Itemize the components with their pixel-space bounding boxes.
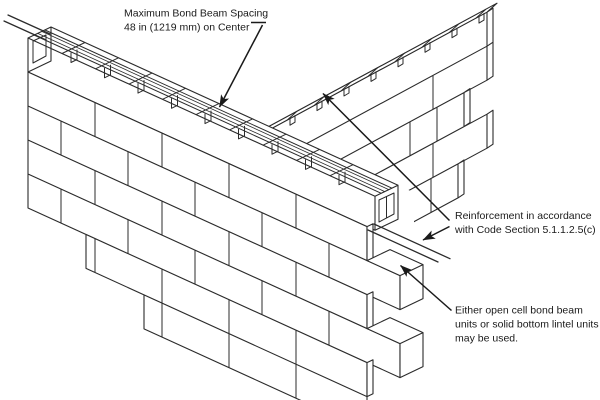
reinforcement-label-line2: with Code Section 5.1.1.2.5(c) bbox=[454, 224, 596, 236]
reinforcement-arrow-lower bbox=[422, 225, 450, 241]
rebar-lines-far-end bbox=[3, 14, 51, 41]
left-wall-joint-lines bbox=[60, 102, 330, 399]
units-arrow bbox=[400, 264, 452, 312]
spacing-label-line2: 48 in (1219 mm) on Center bbox=[124, 22, 250, 34]
right-wall-joint-lines bbox=[409, 75, 438, 213]
leader-arrows bbox=[218, 21, 452, 312]
rebar-corner-protrusion bbox=[367, 223, 451, 263]
units-label-line1: Either open cell bond beam bbox=[455, 305, 583, 317]
units-label-line2: units or solid bottom lintel units bbox=[455, 319, 599, 331]
rebar-left-protrusion bbox=[3, 14, 51, 41]
reinforcement-label-line1: Reinforcement in accordance bbox=[455, 210, 592, 222]
bond-beam-left-shell-lines bbox=[33, 29, 393, 194]
annotation-reinforcement: Reinforcement in accordance with Code Se… bbox=[454, 210, 596, 236]
bond-beam-left-body bbox=[27, 26, 399, 231]
reinforcement-arrow-upper bbox=[322, 92, 451, 222]
spacing-label-line1: Maximum Bond Beam Spacing bbox=[124, 8, 268, 20]
annotation-bond-beam-spacing: Maximum Bond Beam Spacing 48 in (1219 mm… bbox=[124, 8, 268, 34]
rebar-lines-corner bbox=[367, 223, 451, 263]
bond-beam-left-open-cell-ends bbox=[32, 34, 395, 223]
bond-beam-left-webs bbox=[61, 42, 354, 186]
annotation-lintel-units: Either open cell bond beam units or soli… bbox=[455, 305, 599, 345]
spacing-arrow bbox=[218, 24, 264, 108]
units-label-line3: may be used. bbox=[455, 333, 518, 345]
bond-beam-right-webs bbox=[286, 8, 487, 126]
